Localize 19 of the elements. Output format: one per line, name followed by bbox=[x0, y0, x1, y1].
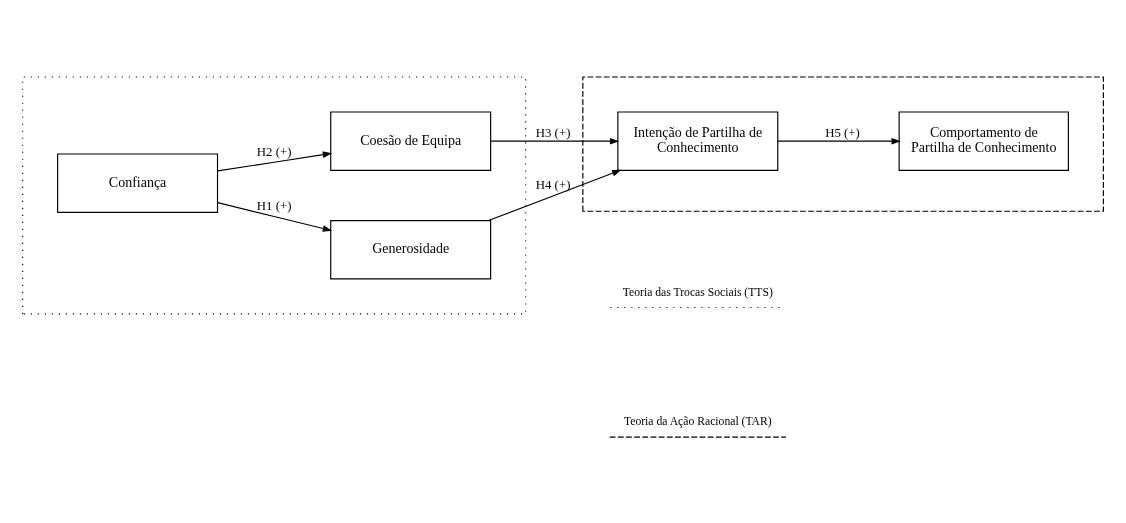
node-box: Comportamento de Partilha de Conhecimento bbox=[898, 110, 1069, 171]
edge-label: H4 (+) bbox=[535, 177, 571, 192]
legend-label: Teoria da Ação Racional (TAR) bbox=[623, 414, 772, 428]
edge-label: H2 (+) bbox=[256, 144, 292, 159]
edge-label: H1 (+) bbox=[256, 198, 292, 213]
arrow bbox=[487, 169, 622, 221]
legend-label: Teoria das Trocas Sociais (TTS) bbox=[622, 285, 773, 299]
arrow bbox=[490, 137, 620, 144]
cluster bbox=[22, 75, 527, 315]
edge-label: H5 (+) bbox=[825, 125, 860, 140]
edge-label: H3 (+) bbox=[535, 125, 571, 140]
node-box: Generosidade bbox=[330, 219, 492, 279]
arrow bbox=[777, 137, 901, 144]
node-box: Coesão de Equipa bbox=[330, 110, 492, 171]
node-box: Intenção de Partilha de Conhecimento bbox=[617, 110, 779, 171]
cluster bbox=[582, 75, 1104, 212]
arrow bbox=[217, 150, 333, 172]
arrow bbox=[217, 201, 333, 232]
node-box: Confiança bbox=[57, 152, 219, 213]
